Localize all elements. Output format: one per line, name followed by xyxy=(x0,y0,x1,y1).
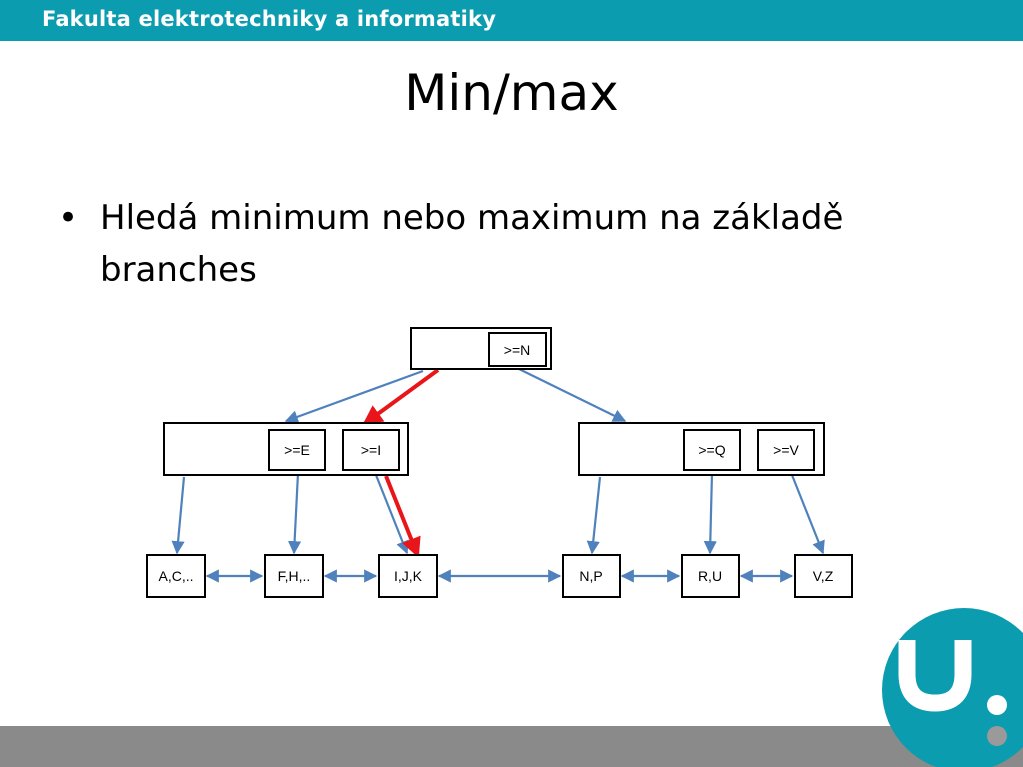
leaf-node-5 xyxy=(681,554,740,598)
root-to-left-pointer xyxy=(284,369,424,424)
leaf-node-1 xyxy=(146,554,206,598)
left-key-box-1 xyxy=(268,429,326,471)
slide-title: Min/max xyxy=(404,64,619,122)
leaf-label-3: I,J,K xyxy=(394,568,423,584)
right-to-leaf6-pointer xyxy=(790,474,825,555)
left-key-2: >=I xyxy=(361,442,381,458)
footer-bar xyxy=(0,726,1023,767)
root-to-right-pointer xyxy=(518,368,627,422)
header-bar: Fakulta elektrotechniky a informatiky xyxy=(0,0,1023,41)
left-to-leaf2-pointer xyxy=(288,472,302,555)
left-key-box-2 xyxy=(342,429,400,471)
left-key-1: >=E xyxy=(284,442,310,458)
right-to-leaf5-pointer xyxy=(703,472,717,555)
left-to-leaf3-pointer xyxy=(374,474,409,555)
faculty-name: Fakulta elektrotechniky a informatiky xyxy=(42,7,497,31)
right-key-box-2 xyxy=(757,429,815,471)
left-to-leaf1-pointer xyxy=(171,476,186,555)
right-key-2: >=V xyxy=(773,442,799,458)
right-key-box-1 xyxy=(683,429,741,471)
leaf-label-1: A,C,.. xyxy=(158,568,193,584)
leaf-label-6: V,Z xyxy=(813,568,834,584)
leaf-node-2 xyxy=(264,554,324,598)
leaf-label-4: N,P xyxy=(579,568,602,584)
search-path-left-to-leaf xyxy=(384,475,421,558)
leaf-node-6 xyxy=(794,554,853,598)
right-to-leaf4-pointer xyxy=(586,476,602,555)
leaf-label-2: F,H,.. xyxy=(278,568,311,584)
bullet-text: Hledá minimum nebo maximum na základě br… xyxy=(100,198,844,290)
bullet-dot-icon: • xyxy=(58,198,79,238)
leaf-node-4 xyxy=(562,554,621,598)
root-key-box xyxy=(488,332,547,367)
leaf-label-5: R,U xyxy=(698,568,722,584)
leaf-node-3 xyxy=(378,554,438,598)
search-path-root-to-left xyxy=(362,368,440,426)
root-key: >=N xyxy=(504,342,530,358)
right-key-1: >=Q xyxy=(698,442,725,458)
